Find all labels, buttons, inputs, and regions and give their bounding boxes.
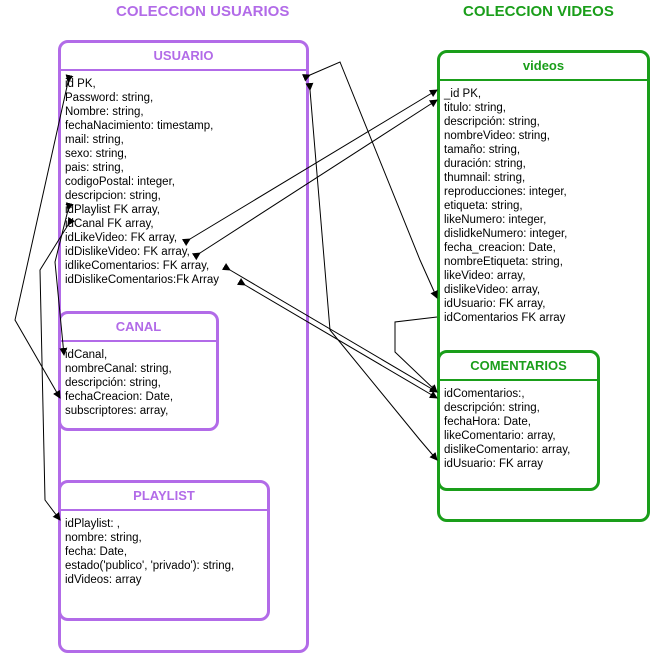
comentarios-fields: idComentarios:, descripción: string, fecha… <box>440 381 597 471</box>
usuario-field: idlikeComentarios: FK array, <box>65 260 210 272</box>
usuario-field: Nombre: string, <box>65 106 144 118</box>
videos-field: descripción: string, <box>444 116 540 128</box>
videos-field: tamaño: string, <box>444 144 521 156</box>
videos-field: dislidkeNumero: integer, <box>444 228 568 240</box>
videos-field: idUsuario: FK array, <box>444 298 546 310</box>
comentarios-field: dislikeComentario: array, <box>444 444 571 456</box>
arrow-usuario-to-comentarios-idusuario <box>305 82 438 461</box>
videos-field: duración: string, <box>444 158 526 170</box>
usuario-field: idPlaylist FK array, <box>65 204 161 216</box>
arrow-idcomentarios-to-comentarios <box>394 316 438 393</box>
usuario-field: fechaNacimiento: timestamp, <box>65 120 214 132</box>
videos-field: reproducciones: integer, <box>444 186 567 198</box>
usuario-field: codigoPostal: integer, <box>65 176 175 188</box>
canal-entity: CANAL idCanal, nombreCanal: string, descri… <box>58 311 219 431</box>
canal-field: fechaCreacion: Date, <box>65 391 174 403</box>
comentarios-title: COMENTARIOS <box>440 353 597 381</box>
playlist-field: idVideos: array <box>65 574 142 586</box>
videos-field: nombreEtiqueta: string, <box>444 256 563 268</box>
usuario-field: idDislikeComentarios:Fk Array <box>65 274 220 286</box>
usuario-field: idCanal FK array, <box>65 218 154 230</box>
canal-title: CANAL <box>61 314 216 342</box>
comentarios-field: likeComentario: array, <box>444 430 556 442</box>
canal-field: subscriptores: array, <box>65 405 169 417</box>
comentarios-field: idUsuario: FK array <box>444 458 544 470</box>
usuario-field: descripcion: string, <box>65 190 161 202</box>
usuario-fields: id PK, Password: string, Nombre: string, fe… <box>61 71 306 287</box>
playlist-fields: idPlaylist: , nombre: string, fecha: Date,… <box>61 511 267 587</box>
canal-field: descripción: string, <box>65 377 161 389</box>
videos-field: _id PK, <box>444 88 482 100</box>
canal-field: nombreCanal: string, <box>65 363 172 375</box>
comentarios-field: descripción: string, <box>444 402 540 414</box>
playlist-field: estado('publico', 'privado'): string, <box>65 560 235 572</box>
usuario-title: USUARIO <box>61 43 306 71</box>
playlist-title: PLAYLIST <box>61 483 267 511</box>
playlist-field: nombre: string, <box>65 532 142 544</box>
arrow-usuario-to-videos-idusuario <box>301 61 438 299</box>
videos-field: thumnail: string, <box>444 172 526 184</box>
videos-field: etiqueta: string, <box>444 200 523 212</box>
title-coleccion-usuarios: COLECCION USUARIOS <box>116 3 290 20</box>
usuario-field: idLikeVideo: FK array, <box>65 232 178 244</box>
title-coleccion-videos: COLECCION VIDEOS <box>463 3 614 20</box>
usuario-field: mail: string, <box>65 134 124 146</box>
videos-field: likeNumero: integer, <box>444 214 547 226</box>
videos-field: titulo: string, <box>444 102 506 114</box>
usuario-field: idDislikeVideo: FK array, <box>65 246 190 258</box>
videos-field: dislikeVideo: array, <box>444 284 541 296</box>
videos-field: idComentarios FK array <box>444 312 566 324</box>
comentarios-field: idComentarios:, <box>444 388 525 400</box>
usuario-field: pais: string, <box>65 162 124 174</box>
videos-field: likeVideo: array, <box>444 270 526 282</box>
playlist-field: fecha: Date, <box>65 546 128 558</box>
videos-fields: _id PK, titulo: string, descripción: strin… <box>440 81 647 325</box>
playlist-entity: PLAYLIST idPlaylist: , nombre: string, fec… <box>58 480 270 621</box>
comentarios-entity: COMENTARIOS idComentarios:, descripción: … <box>437 350 600 491</box>
playlist-field: idPlaylist: , <box>65 518 120 530</box>
comentarios-field: fechaHora: Date, <box>444 416 531 428</box>
videos-field: nombreVideo: string, <box>444 130 550 142</box>
canal-field: idCanal, <box>65 349 108 361</box>
usuario-field: Password: string, <box>65 92 154 104</box>
usuario-field: sexo: string, <box>65 148 127 160</box>
usuario-field: id PK, <box>65 78 96 90</box>
canal-fields: idCanal, nombreCanal: string, descripción:… <box>61 342 216 418</box>
videos-field: fecha_creacion: Date, <box>444 242 556 254</box>
videos-title: videos <box>440 53 647 81</box>
